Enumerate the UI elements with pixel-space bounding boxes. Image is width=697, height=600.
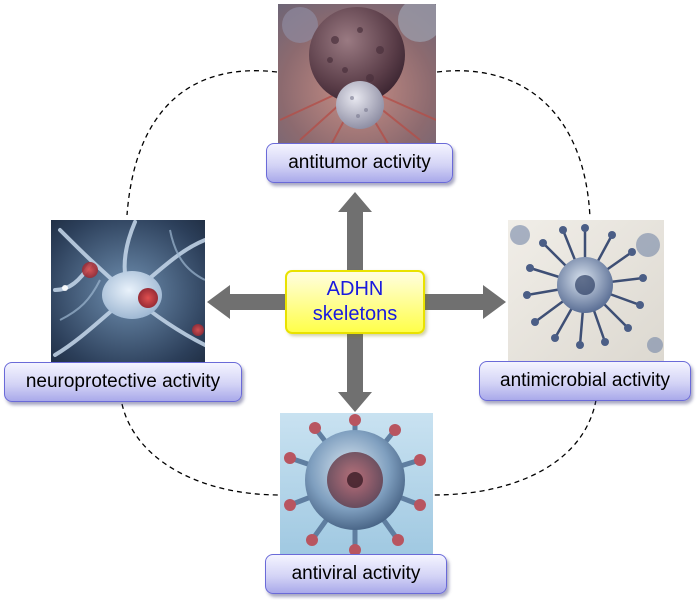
- label-antimicrobial-activity: antimicrobial activity: [479, 361, 691, 401]
- center-box-adhn-skeletons: ADHN skeletons: [285, 270, 425, 334]
- tumor-cell-illustration: [278, 4, 436, 147]
- neuron-illustration: [51, 220, 205, 363]
- dashed-cycle-arc-top-right: [436, 70, 591, 219]
- label-antitumor-activity: antitumor activity: [266, 143, 453, 183]
- arrow-up: [338, 192, 372, 271]
- arrow-down: [338, 334, 372, 412]
- arrow-right: [425, 285, 506, 319]
- arrow-left: [207, 285, 285, 319]
- virus-illustration: [280, 413, 433, 558]
- label-antiviral-activity: antiviral activity: [265, 554, 447, 594]
- microbe-illustration: [508, 220, 664, 362]
- label-neuroprotective-activity: neuroprotective activity: [4, 362, 242, 402]
- dashed-cycle-arc-top-left: [126, 70, 278, 216]
- center-label-line-1: ADHN: [326, 278, 384, 300]
- center-label-line-2: skeletons: [312, 303, 398, 325]
- dashed-cycle-arc-bottom-left: [121, 403, 281, 496]
- dashed-cycle-arc-bottom-right: [432, 399, 597, 496]
